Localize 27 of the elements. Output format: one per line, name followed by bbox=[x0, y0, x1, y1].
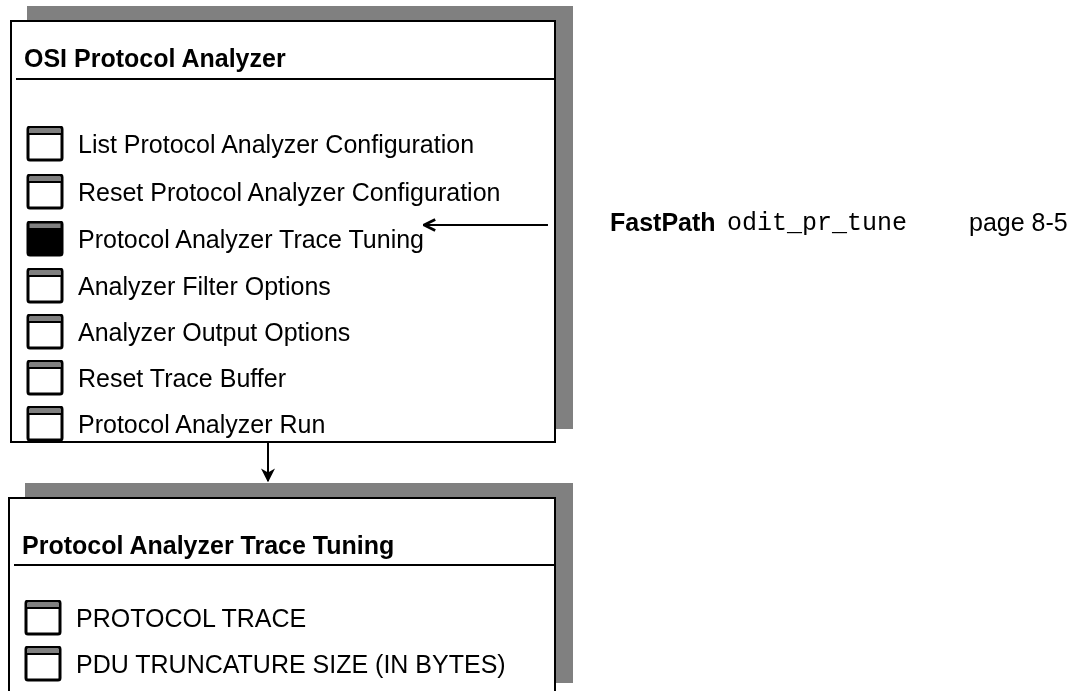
menu-item bbox=[26, 406, 326, 442]
menu-item bbox=[26, 314, 351, 350]
item-label: Protocol Analyzer Trace Tuning bbox=[78, 224, 425, 254]
command-label: odit_pr_tune bbox=[727, 209, 908, 238]
item-label: Analyzer Filter Options bbox=[78, 271, 331, 301]
item-label: Protocol Analyzer Run bbox=[78, 409, 326, 439]
window-title: Protocol Analyzer Trace Tuning bbox=[22, 531, 395, 560]
page-reference: page 8-5 bbox=[969, 208, 1068, 237]
window-panel bbox=[8, 497, 556, 691]
item-label: List Protocol Analyzer Configuration bbox=[78, 129, 475, 159]
arrow bbox=[422, 218, 549, 232]
keyword-label: FastPath bbox=[610, 208, 716, 237]
menu-item bbox=[24, 600, 307, 636]
item-label: Analyzer Output Options bbox=[78, 317, 351, 347]
menu-item bbox=[26, 221, 425, 257]
item-label: PDU TRUNCATURE SIZE (IN BYTES) bbox=[76, 649, 506, 679]
item-label: PROTOCOL TRACE bbox=[76, 603, 307, 633]
menu-item bbox=[26, 268, 331, 304]
window-title: OSI Protocol Analyzer bbox=[24, 44, 286, 73]
menu-item bbox=[24, 646, 506, 682]
window-panel bbox=[10, 20, 556, 443]
menu-item bbox=[26, 126, 475, 162]
menu-item bbox=[26, 174, 501, 210]
arrow bbox=[261, 442, 275, 483]
item-label: Reset Trace Buffer bbox=[78, 363, 286, 393]
menu-item bbox=[26, 360, 286, 396]
item-label: Reset Protocol Analyzer Configuration bbox=[78, 177, 501, 207]
